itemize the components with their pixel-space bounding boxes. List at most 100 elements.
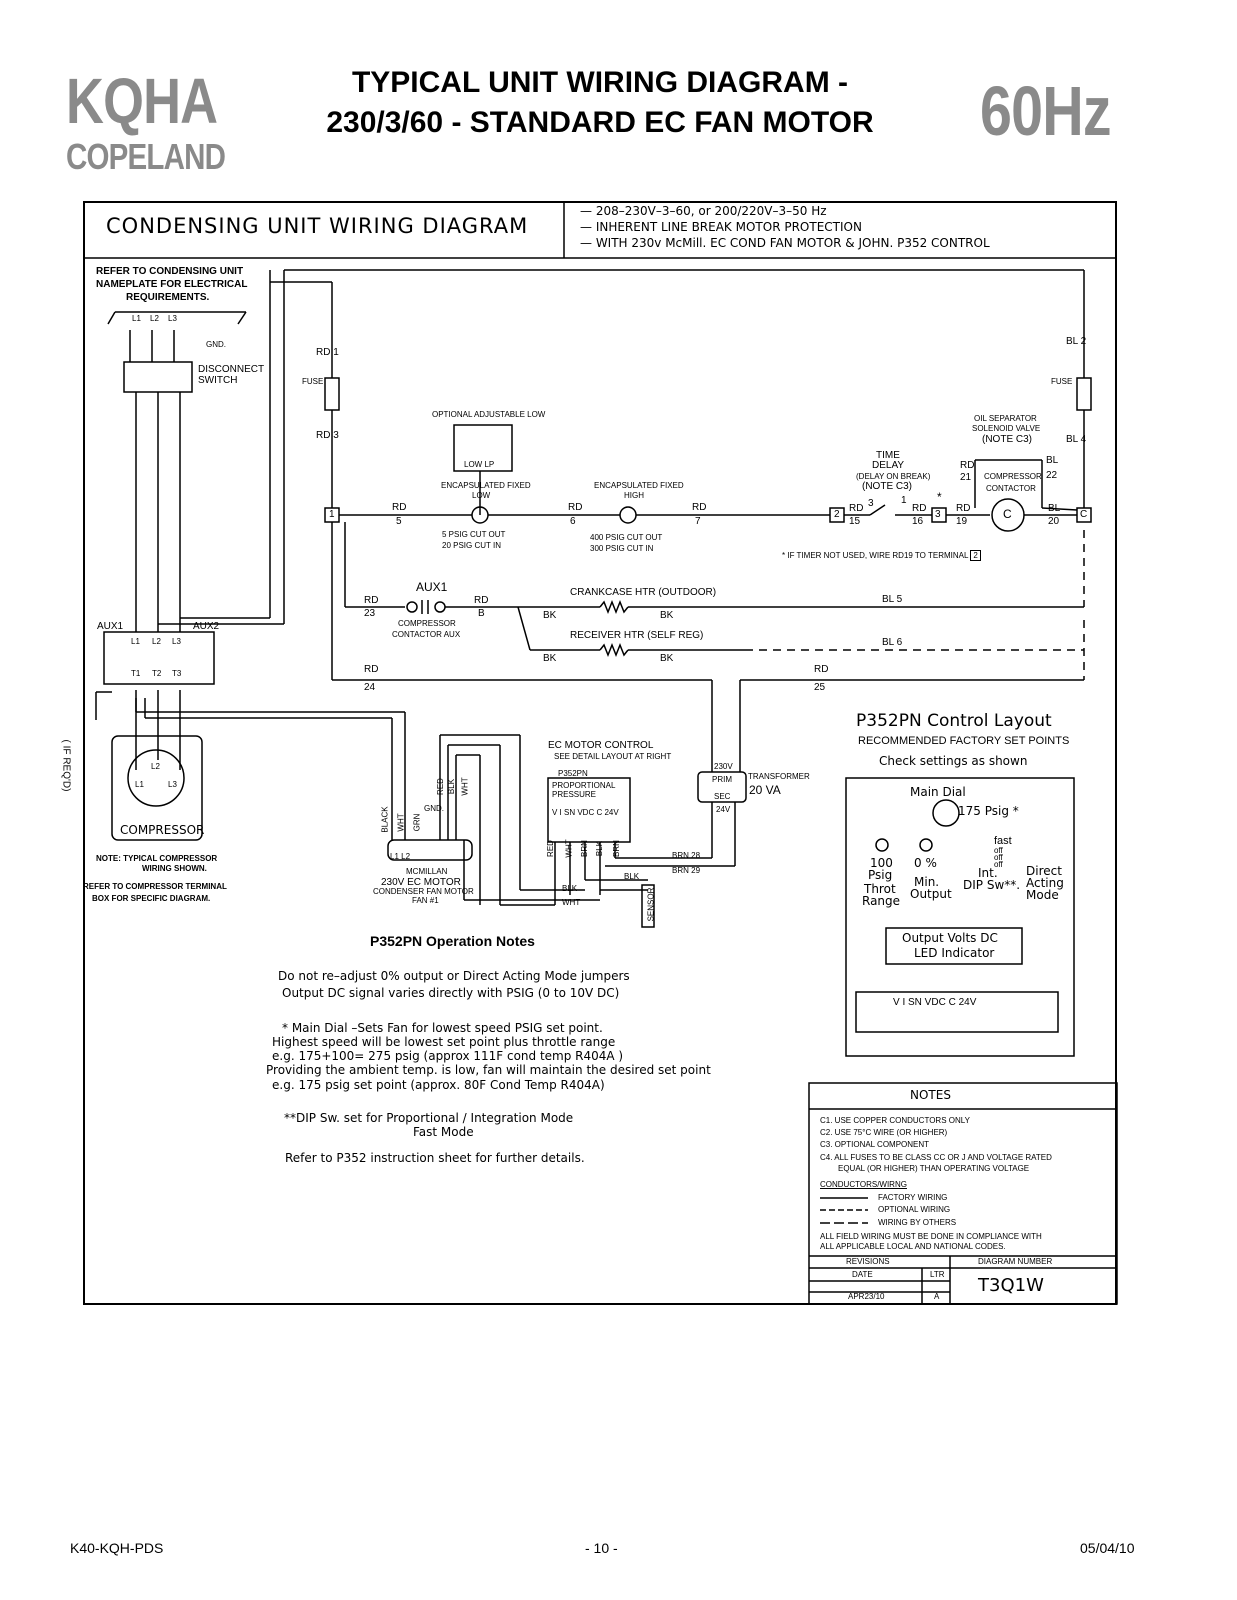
wire-n25: 25 (814, 682, 826, 693)
time-delay-1: TIME (876, 450, 900, 461)
ec-motor-control-1: EC MOTOR CONTROL (548, 740, 654, 751)
field-wiring-1: ALL FIELD WIRING MUST BE DONE IN COMPLIA… (820, 1232, 1042, 1241)
top-wire-wht: WHT (460, 777, 470, 796)
wire-n5: 5 (396, 516, 402, 527)
diagram-number: T3Q1W (978, 1275, 1044, 1296)
wire-bl2: BL 2 (1066, 336, 1087, 347)
dip-off-2: off (994, 853, 1003, 862)
terminal-t1: T1 (131, 669, 141, 678)
time-delay-3: (DELAY ON BREAK) (856, 472, 931, 481)
note-c2: C2. USE 75°C WIRE (OR HIGHER) (820, 1128, 948, 1137)
dip-sw: DIP Sw**. (963, 878, 1021, 892)
conductors-label: CONDUCTORS/WIRNG (820, 1180, 907, 1189)
spec-line-1: — 208–230V–3–60, or 200/220V–3–50 Hz (580, 204, 827, 218)
op-note-1: Output DC signal varies directly with PS… (282, 986, 620, 1000)
dip-fast: fast (994, 835, 1012, 847)
p352pn-label: P352PN (558, 769, 588, 778)
op-note-3: Highest speed will be lowest set point p… (272, 1035, 616, 1049)
if-reqd-label: ( IF REQ'D) (60, 739, 72, 792)
wire-wht: WHT (562, 898, 581, 907)
wire-n21: 21 (960, 472, 972, 483)
mcmillan-4: FAN #1 (412, 896, 439, 905)
terminal-3: 3 (935, 509, 941, 520)
terminal-2: 2 (834, 509, 840, 520)
top-wire-red: RED (435, 778, 445, 795)
p352-wire-brn-1: BRN (579, 840, 589, 857)
wire-blk-1: BLK (624, 872, 640, 881)
throt-3: Throt (864, 882, 896, 896)
prop-pressure-1: PROPORTIONAL (552, 781, 616, 790)
mcmillan-1: MCMILLAN (406, 867, 448, 876)
op-note-5: Providing the ambient temp. is low, fan … (266, 1063, 711, 1077)
transformer-sec: SEC (714, 792, 731, 801)
wire-rd19: RD (956, 503, 971, 514)
transformer-va: 20 VA (749, 783, 781, 797)
gnd-motor-label: GND. (424, 804, 444, 813)
dip-off-3: off (994, 860, 1003, 869)
p352-wire-red: RED (545, 840, 555, 857)
wire-rdb: RD (474, 595, 489, 606)
low-psig-1: 5 PSIG CUT OUT (442, 530, 506, 539)
top-wire-blk: BLK (447, 778, 457, 795)
comp-contactor-2: CONTACTOR (986, 484, 1036, 493)
wiring-by-others: WIRING BY OTHERS (878, 1218, 957, 1227)
footer-center: - 10 - (585, 1540, 618, 1556)
comp-term-l3: L3 (168, 780, 177, 789)
note-c4-cont: EQUAL (OR HIGHER) THAN OPERATING VOLTAGE (838, 1164, 1030, 1173)
terminal-c: C (1080, 509, 1088, 520)
wire-bk-2: BK (660, 610, 674, 621)
wire-bl20: BL (1048, 503, 1061, 514)
transformer-24v: 24V (716, 805, 731, 814)
field-wiring-2: ALL APPLICABLE LOCAL AND NATIONAL CODES. (820, 1242, 1006, 1251)
note-comp-1: NOTE: TYPICAL COMPRESSOR (96, 854, 218, 863)
wire-bl5: BL 5 (882, 594, 903, 605)
main-dial-value: 175 Psig * (958, 804, 1019, 818)
ltr-label: LTR (930, 1270, 945, 1279)
motor-wire-wht: WHT (396, 813, 406, 832)
date-label: DATE (852, 1270, 873, 1279)
dip-int: Int. (978, 866, 998, 880)
control-terminals: V I SN VDC C 24V (893, 997, 977, 1008)
transformer-230v: 230V (714, 762, 733, 771)
terminal-l1: L1 (131, 637, 140, 646)
motor-wire-black: BLACK (380, 806, 390, 833)
time-delay-4: (NOTE C3) (862, 481, 912, 492)
min-3: Output (910, 887, 952, 901)
revision-date: APR23/10 (848, 1292, 885, 1301)
sensor-label: SENSOR (646, 887, 656, 922)
op-note-2: * Main Dial –Sets Fan for lowest speed P… (282, 1021, 603, 1035)
wire-rd16: RD (912, 503, 927, 514)
p352-terminals: V I SN VDC C 24V (552, 808, 619, 817)
line-l3: L3 (168, 314, 177, 323)
comp-contactor-aux-1: COMPRESSOR (398, 619, 456, 628)
high-psig-2: 300 PSIG CUT IN (590, 544, 654, 553)
wire-rd21: RD (960, 460, 975, 471)
revision-ltr: A (934, 1292, 940, 1301)
wire-bl22: BL (1046, 455, 1059, 466)
throt-1: 100 (870, 856, 893, 870)
enc-low-2: LOW (472, 491, 491, 500)
optional-low-label: OPTIONAL ADJUSTABLE LOW (432, 410, 546, 419)
low-psig-2: 20 PSIG CUT IN (442, 541, 501, 550)
wire-bk-4: BK (660, 653, 674, 664)
page-title-line2: 230/3/60 - STANDARD EC FAN MOTOR (326, 106, 874, 139)
p352-wire-brn-2: BRN (611, 840, 621, 857)
comp-contactor-aux-2: CONTACTOR AUX (392, 630, 461, 639)
wire-blk-2: BLK (562, 884, 578, 893)
motor-terminals: L1 L2 (390, 852, 411, 861)
time-delay-terminal-3: 3 (868, 498, 874, 509)
frequency-label: 60Hz (980, 72, 1112, 150)
compressor-label: COMPRESSOR (120, 823, 205, 837)
wire-n7: 7 (695, 516, 701, 527)
terminal-l2: L2 (152, 637, 161, 646)
min-2: Min. (914, 875, 940, 889)
diagram-number-label: DIAGRAM NUMBER (978, 1257, 1053, 1266)
receiver-heater-label: RECEIVER HTR (SELF REG) (570, 630, 704, 641)
disconnect-label-2: SWITCH (198, 375, 238, 386)
wire-rd23: RD (364, 595, 379, 606)
wire-brn29: BRN 29 (672, 866, 701, 875)
wire-nb: B (478, 608, 485, 619)
enc-high-1: ENCAPSULATED FIXED (594, 481, 684, 490)
throt-4: Range (862, 894, 901, 908)
